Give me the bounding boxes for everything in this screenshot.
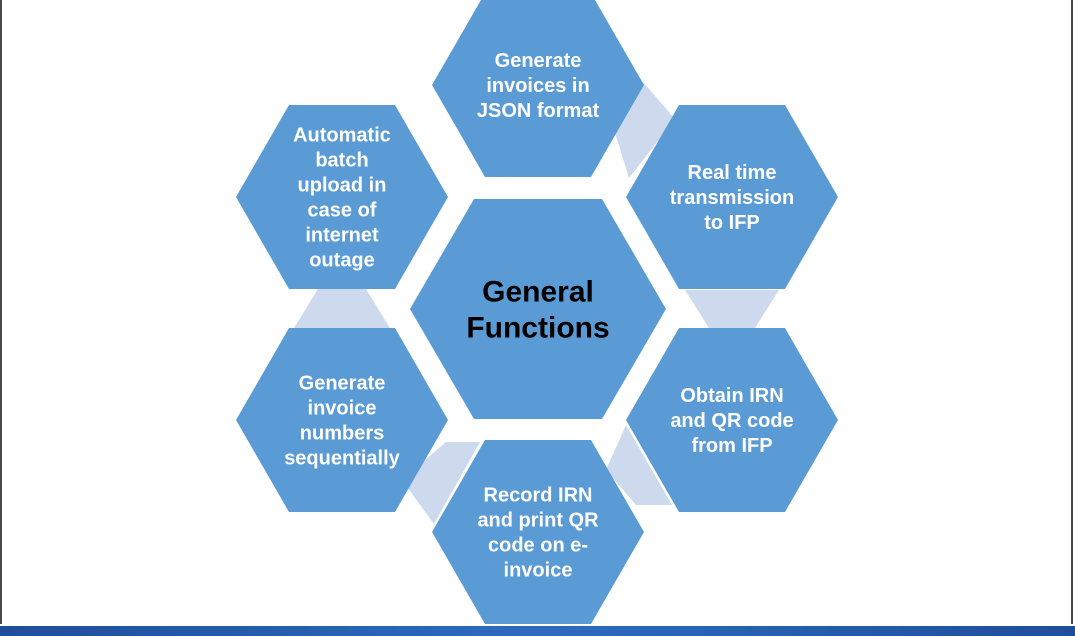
irn-qr-label-line: and QR code bbox=[670, 410, 793, 432]
irn-qr-hexagon-shape bbox=[626, 328, 838, 512]
sequential-label-line: numbers bbox=[300, 423, 384, 445]
center-label-line: Functions bbox=[466, 312, 609, 345]
hexagon-sequential: Generate invoice numbers sequentially bbox=[236, 328, 448, 512]
batch-label-line: outage bbox=[309, 250, 375, 272]
connector-sequential-batch bbox=[294, 289, 390, 328]
slide-frame bbox=[0, 0, 1073, 624]
sequential-label-line: Generate bbox=[299, 373, 386, 395]
batch-label-line: Automatic bbox=[293, 125, 391, 147]
connector-transmit-irn bbox=[685, 290, 779, 328]
json-label-line: invoices in bbox=[486, 75, 589, 97]
sequential-label-line: invoice bbox=[308, 398, 377, 420]
transmit-label-line: transmission bbox=[670, 187, 794, 209]
hexagon-transmit: Real time transmission to IFP bbox=[626, 105, 838, 289]
record-label-line: Record IRN bbox=[484, 485, 593, 507]
json-label-line: JSON format bbox=[477, 100, 600, 122]
hexagon-irn-qr: Obtain IRN and QR code from IFP bbox=[626, 328, 838, 512]
center-hexagon-shape bbox=[410, 199, 666, 419]
connector-record-sequential bbox=[402, 442, 480, 524]
record-label-line: invoice bbox=[504, 560, 573, 582]
connector-irn-record bbox=[606, 425, 672, 505]
irn-qr-label-line: from IFP bbox=[691, 435, 772, 457]
batch-label-line: batch bbox=[315, 150, 368, 172]
json-hexagon-shape bbox=[432, 0, 644, 177]
hexagon-json: Generate invoices in JSON format bbox=[432, 0, 644, 177]
irn-qr-label-line: Obtain IRN bbox=[680, 385, 783, 407]
transmit-label-line: Real time bbox=[688, 162, 777, 184]
hexagon-batch: Automatic batch upload in case of internet ou… bbox=[236, 105, 448, 289]
batch-label-line: case of bbox=[308, 200, 377, 222]
sequential-hexagon-shape bbox=[236, 328, 448, 512]
sequential-label-line: sequentially bbox=[284, 448, 400, 470]
hexagon-record: Record IRN and print QR code on e-invoice bbox=[432, 440, 644, 624]
batch-hexagon-shape bbox=[236, 105, 448, 289]
footer-bar bbox=[0, 626, 1075, 636]
batch-label-line: internet bbox=[305, 225, 379, 247]
transmit-hexagon-shape bbox=[626, 105, 838, 289]
record-label-line: and print QR bbox=[477, 510, 599, 532]
record-label-line: code on e- bbox=[488, 535, 588, 557]
record-hexagon-shape bbox=[432, 440, 644, 624]
batch-label-line: upload in bbox=[298, 175, 387, 197]
json-label-line: Generate bbox=[495, 50, 582, 72]
center-label-line: General bbox=[482, 276, 594, 309]
transmit-label-line: to IFP bbox=[704, 212, 760, 234]
